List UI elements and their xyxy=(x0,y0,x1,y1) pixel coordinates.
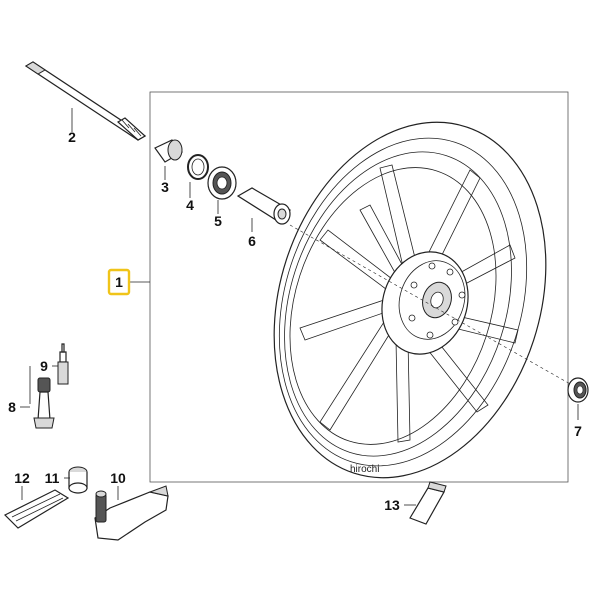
spacer-ring-part[interactable] xyxy=(567,377,589,403)
label-part-11[interactable]: 11 xyxy=(45,470,60,486)
label-part-6[interactable]: 6 xyxy=(248,233,256,249)
valve-part[interactable] xyxy=(33,377,55,429)
bearing-part[interactable] xyxy=(207,166,237,200)
balance-weight-part[interactable] xyxy=(3,489,70,529)
weight-part[interactable] xyxy=(409,481,447,525)
label-part-8[interactable]: 8 xyxy=(8,399,16,415)
valve-insert-part[interactable] xyxy=(57,343,69,385)
cap-part[interactable] xyxy=(68,466,88,494)
axle-centerline xyxy=(289,224,573,386)
label-part-10[interactable]: 10 xyxy=(110,470,126,486)
label-part-13[interactable]: 13 xyxy=(384,497,400,513)
distance-tube-part[interactable] xyxy=(236,187,292,225)
label-part-12[interactable]: 12 xyxy=(14,470,30,486)
spacer-sleeve-part[interactable] xyxy=(154,139,183,163)
circlip-part[interactable] xyxy=(187,154,209,180)
label-part-3[interactable]: 3 xyxy=(161,179,169,195)
sensor-bracket-part[interactable] xyxy=(94,485,169,541)
label-part-2[interactable]: 2 xyxy=(68,129,76,145)
watermark-text: hirochi xyxy=(350,464,379,475)
wheel-illustration[interactable] xyxy=(230,87,590,514)
highlight-box xyxy=(107,268,131,296)
label-part-1[interactable]: 1 xyxy=(115,274,123,290)
axle-part[interactable] xyxy=(24,61,147,141)
wheel-frame xyxy=(149,91,569,483)
label-part-9[interactable]: 9 xyxy=(40,358,48,374)
label-part-5[interactable]: 5 xyxy=(214,213,222,229)
label-part-7[interactable]: 7 xyxy=(574,423,582,439)
label-part-4[interactable]: 4 xyxy=(186,197,194,213)
